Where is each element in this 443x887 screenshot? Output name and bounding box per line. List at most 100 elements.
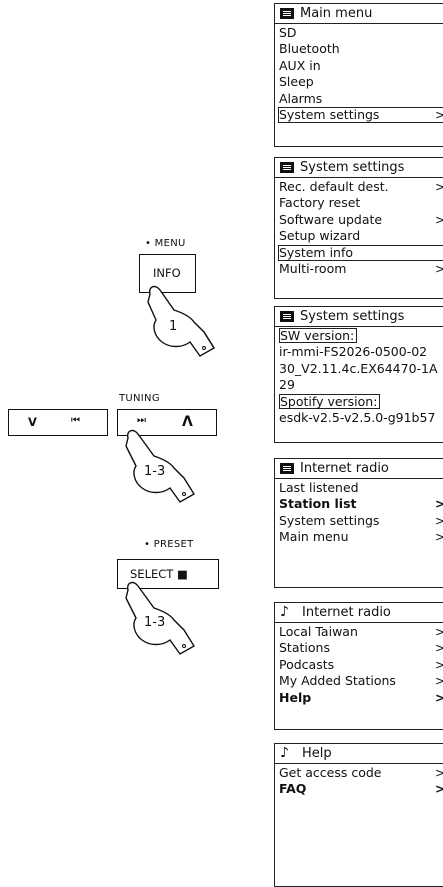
menu-item-label: Setup wizard bbox=[279, 228, 360, 243]
menu-item-label: SD bbox=[279, 25, 297, 40]
next-icon: ⏭ bbox=[137, 415, 146, 426]
menu-item[interactable]: System settings> bbox=[278, 107, 443, 124]
menu-item: ir-mmi-FS2026-0500-02 bbox=[279, 344, 443, 360]
menu-item: Sleep bbox=[279, 74, 443, 90]
chevron-right-icon: > bbox=[435, 529, 443, 545]
menu-item: Bluetooth bbox=[279, 41, 443, 57]
menu-item-label: SW version: bbox=[279, 328, 357, 343]
screen-header: Internet radio bbox=[275, 459, 443, 479]
menu-item: 30_V2.11.4c.EX64470-1A bbox=[279, 361, 443, 377]
tuning-step-number: 1-3 bbox=[144, 464, 165, 479]
menu-item-label: Alarms bbox=[279, 91, 322, 106]
menu-item-label: Software update bbox=[279, 212, 382, 227]
tuning-caption: TUNING bbox=[119, 393, 160, 404]
menu-item-label: Get access code bbox=[279, 765, 382, 780]
menu-item-label: ir-mmi-FS2026-0500-02 bbox=[279, 344, 427, 359]
info-button-label: INFO bbox=[153, 266, 181, 280]
lcd-screen: System settings SW version:ir-mmi-FS2026-… bbox=[274, 306, 443, 443]
menu-icon bbox=[280, 8, 294, 19]
note-icon: ♪ bbox=[280, 607, 296, 618]
menu-item[interactable]: Multi-room > bbox=[279, 261, 443, 277]
menu-icon bbox=[280, 463, 294, 474]
screen-title: Internet radio bbox=[302, 605, 391, 620]
chevron-right-icon: > bbox=[435, 496, 443, 512]
screen-header: ♪ Internet radio bbox=[275, 603, 443, 623]
select-step-number: 1-3 bbox=[144, 615, 165, 630]
info-step-number: 1 bbox=[169, 319, 177, 334]
chevron-right-icon: > bbox=[435, 781, 443, 797]
chevron-right-icon: > bbox=[435, 673, 443, 689]
menu-item-label: Factory reset bbox=[279, 195, 360, 210]
menu-item[interactable]: Main menu > bbox=[279, 529, 443, 545]
menu-item-label: Sleep bbox=[279, 74, 314, 89]
menu-item[interactable]: Help > bbox=[279, 690, 443, 706]
screen-header: Main menu bbox=[275, 4, 443, 24]
menu-item[interactable]: System settings > bbox=[279, 513, 443, 529]
menu-item-label: FAQ bbox=[279, 781, 306, 796]
menu-item[interactable]: Software update > bbox=[279, 212, 443, 228]
chevron-right-icon: > bbox=[435, 624, 443, 640]
menu-item-label: Rec. default dest. bbox=[279, 179, 389, 194]
menu-item[interactable]: Stations > bbox=[279, 640, 443, 656]
screen-title: Main menu bbox=[300, 6, 372, 21]
menu-item: Alarms bbox=[279, 91, 443, 107]
menu-item: Factory reset bbox=[279, 195, 443, 211]
menu-item: Setup wizard bbox=[279, 228, 443, 244]
menu-item-label: Station list bbox=[279, 496, 357, 511]
menu-item[interactable]: Local Taiwan > bbox=[279, 624, 443, 640]
menu-item-label: My Added Stations bbox=[279, 673, 396, 688]
screen-title: System settings bbox=[300, 309, 404, 324]
menu-item-label: Local Taiwan bbox=[279, 624, 358, 639]
chevron-right-icon: > bbox=[435, 690, 443, 706]
menu-item: System info bbox=[278, 245, 443, 262]
menu-item[interactable]: FAQ > bbox=[279, 781, 443, 797]
menu-item-label: Main menu bbox=[279, 529, 349, 544]
menu-item[interactable]: My Added Stations > bbox=[279, 673, 443, 689]
menu-item: 29 bbox=[279, 377, 443, 393]
menu-item[interactable]: Station list > bbox=[279, 496, 443, 512]
menu-item-label: Spotify version: bbox=[279, 394, 380, 409]
menu-icon bbox=[280, 162, 294, 173]
menu-item-label: System settings bbox=[279, 513, 379, 528]
menu-item-label: AUX in bbox=[279, 58, 321, 73]
menu-item-label: Help bbox=[279, 690, 311, 705]
menu-item: esdk-v2.5-v2.5.0-g91b57 bbox=[279, 410, 443, 426]
menu-item-label: Podcasts bbox=[279, 657, 334, 672]
menu-item: Last listened bbox=[279, 480, 443, 496]
tuning-button-left[interactable]: V ⏮ bbox=[8, 409, 108, 436]
menu-item-label: 30_V2.11.4c.EX64470-1A bbox=[279, 361, 438, 376]
chevron-right-icon: > bbox=[435, 261, 443, 277]
menu-item: AUX in bbox=[279, 58, 443, 74]
screen-title: Internet radio bbox=[300, 461, 389, 476]
menu-caption: • MENU bbox=[145, 238, 186, 249]
note-icon: ♪ bbox=[280, 748, 296, 759]
menu-item-label: 29 bbox=[279, 377, 295, 392]
menu-item: SD bbox=[279, 25, 443, 41]
chevron-right-icon: > bbox=[435, 657, 443, 673]
menu-item-label: Last listened bbox=[279, 480, 359, 495]
menu-item-label: Multi-room bbox=[279, 261, 346, 276]
chevron-right-icon: > bbox=[435, 108, 443, 123]
preset-caption: • PRESET bbox=[144, 539, 194, 550]
menu-item[interactable]: Get access code> bbox=[279, 765, 443, 781]
chevron-right-icon: > bbox=[435, 212, 443, 228]
screen-header: System settings bbox=[275, 158, 443, 178]
previous-icon: ⏮ bbox=[71, 415, 80, 426]
tune-down-icon: V bbox=[28, 415, 37, 429]
chevron-right-icon: > bbox=[435, 513, 443, 529]
screen-header: ♪Help bbox=[275, 744, 443, 764]
menu-item[interactable]: Rec. default dest. > bbox=[279, 179, 443, 195]
menu-item-label: Stations bbox=[279, 640, 330, 655]
menu-item[interactable]: Podcasts > bbox=[279, 657, 443, 673]
menu-item-label: System info bbox=[279, 245, 353, 260]
screen-title: System settings bbox=[300, 160, 404, 175]
pressing-hand-icon bbox=[134, 282, 234, 357]
menu-item: Spotify version: bbox=[279, 394, 443, 410]
chevron-right-icon: > bbox=[435, 179, 443, 195]
chevron-right-icon: > bbox=[435, 640, 443, 656]
